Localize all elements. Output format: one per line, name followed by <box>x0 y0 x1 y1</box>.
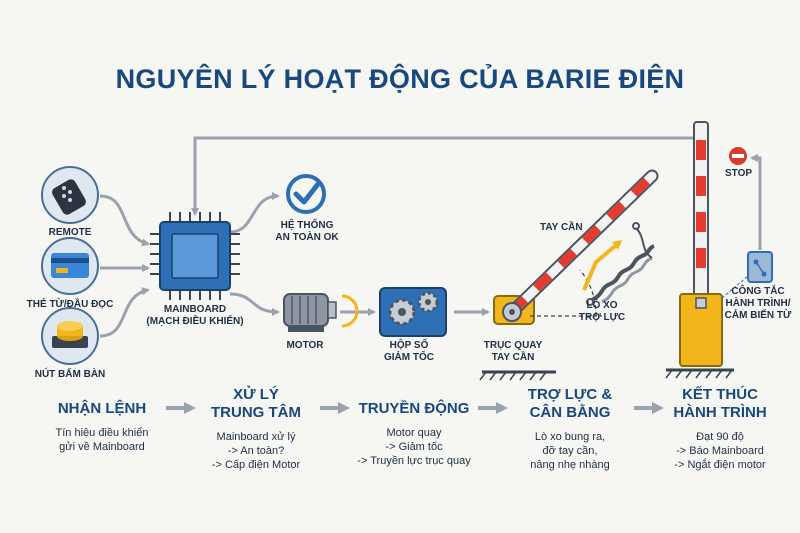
step-description: Motor quay -> Giảm tốc -> Truyền lực trụ… <box>357 427 471 467</box>
step-description: Lò xo bung ra, đỡ tay cần, nâng nhẹ nhàn… <box>530 431 610 471</box>
push-button-label: NÚT BẤM BÀN <box>34 369 106 380</box>
limit-switch-icon <box>721 251 773 299</box>
remote-icon <box>41 166 99 224</box>
barrier-cabinet <box>665 121 734 379</box>
step-central-processing: XỬ LÝ TRUNG TÂM Mainboard xử lý -> An to… <box>176 386 336 472</box>
step-heading: TRỢ LỰC & CÂN BẰNG <box>527 386 613 421</box>
spring-label: LÒ XO TRỢ LỰC <box>578 300 626 323</box>
safety-check-icon <box>286 174 326 214</box>
stop-icon <box>729 147 747 165</box>
step-heading: XỬ LÝ TRUNG TÂM <box>211 386 301 421</box>
arm-label: TAY CẦN <box>540 222 583 233</box>
step-description: Mainboard xử lý -> An toàn? -> Cấp điện … <box>211 431 301 471</box>
switch-label: CÔNG TẮC HÀNH TRÌNH/ CẢM BIẾN TỪ <box>724 286 792 321</box>
page-title: NGUYÊN LÝ HOẠT ĐỘNG CỦA BARIE ĐIỆN <box>115 64 685 94</box>
gearbox-label: HỘP SỐ GIẢM TỐC <box>384 340 434 363</box>
assist-spring-icon <box>582 222 655 306</box>
step-heading: KẾT THÚC HÀNH TRÌNH <box>673 386 767 421</box>
pivot-arm-assembly <box>479 169 659 381</box>
push-button-icon <box>41 307 99 365</box>
motor-icon <box>283 293 359 332</box>
stop-label: STOP <box>725 168 753 179</box>
motor-label: MOTOR <box>286 340 324 351</box>
pivot-label: TRỤC QUAY TAY CẦN <box>483 340 543 363</box>
step-heading: TRUYỀN ĐỘNG <box>358 400 470 417</box>
safety-label: HỆ THỐNG AN TOÀN OK <box>275 220 339 243</box>
step-transmission: TRUYỀN ĐỘNG Motor quay -> Giảm tốc -> Tr… <box>334 400 494 468</box>
step-heading: NHẬN LỆNH <box>57 400 147 417</box>
step-description: Tín hiệu điều khiển gửi về Mainboard <box>55 427 149 453</box>
card-reader-icon <box>41 237 99 295</box>
mainboard-label: MAINBOARD (MẠCH ĐIỀU KHIỂN) <box>146 304 244 327</box>
gearbox-icon <box>379 287 447 337</box>
remote-label: REMOTE <box>48 227 92 238</box>
step-assist-balance: TRỢ LỰC & CÂN BẰNG Lò xo bung ra, đỡ tay… <box>490 386 650 472</box>
step-end-of-travel: KẾT THÚC HÀNH TRÌNH Đạt 90 độ -> Báo Mai… <box>640 386 800 472</box>
step-receive-command: NHẬN LỆNH Tín hiệu điều khiển gửi về Mai… <box>22 400 182 454</box>
card-reader-label: THẺ TỪ/ĐẦU ĐỌC <box>26 299 114 310</box>
step-description: Đạt 90 độ -> Báo Mainboard -> Ngắt điện … <box>674 431 766 471</box>
mainboard-chip-icon <box>150 212 240 300</box>
